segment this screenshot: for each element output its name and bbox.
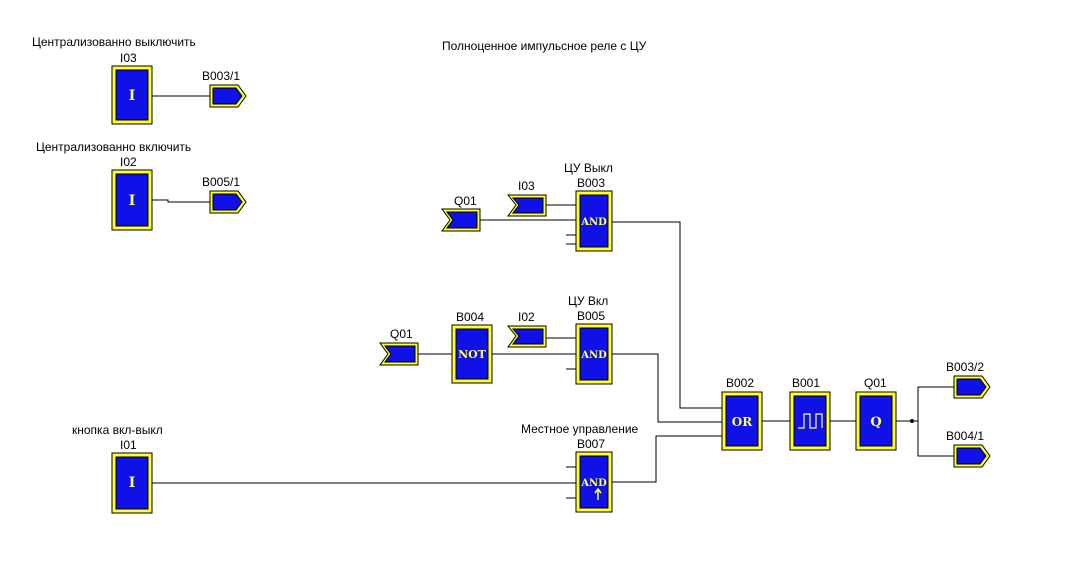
wire-b007-to-b002 xyxy=(612,435,722,483)
wire-b005-to-b002 xyxy=(612,353,722,423)
input-i01-caption: кнопка вкл-выкл xyxy=(72,423,163,437)
block-b003-id: B003 xyxy=(577,176,605,190)
connector-b003-2-label: B003/2 xyxy=(946,360,984,374)
connector-b003-1-label: B003/1 xyxy=(202,69,240,83)
input-i03-caption: Централизованно выключить xyxy=(32,35,196,49)
connector-q01-top[interactable] xyxy=(441,208,481,232)
connector-b005-1[interactable] xyxy=(209,190,247,214)
connector-q01-mid[interactable] xyxy=(379,342,419,366)
connector-b003-2[interactable] xyxy=(953,375,991,399)
diagram-title: Полноценное импульсное реле с ЦУ xyxy=(442,39,647,53)
block-b003-and[interactable]: AND xyxy=(575,190,613,252)
connector-i02-ref[interactable] xyxy=(506,325,547,348)
connector-i02-ref-label: I02 xyxy=(518,310,535,324)
block-b005-symbol: AND xyxy=(580,350,607,361)
block-q01-id: Q01 xyxy=(864,376,887,390)
wire-q01-to-b004-1 xyxy=(912,420,954,457)
block-b004-id: B004 xyxy=(456,310,484,324)
block-b002-or[interactable]: OR xyxy=(721,391,763,451)
connector-q01-top-label: Q01 xyxy=(454,194,477,208)
pulse-waveform-icon xyxy=(798,413,823,429)
connector-i03-ref-label: I03 xyxy=(518,179,535,193)
connector-b005-1-label: B005/1 xyxy=(202,175,240,189)
connector-b003-1[interactable] xyxy=(209,84,247,108)
block-q01-output[interactable]: Q xyxy=(855,391,897,451)
input-block-i02[interactable]: I xyxy=(111,169,153,231)
block-b004-symbol: NOT xyxy=(458,348,487,361)
input-i02-id: I02 xyxy=(120,155,137,169)
block-b001-pulse-relay[interactable] xyxy=(789,391,831,451)
block-b007-symbol: AND xyxy=(580,478,607,489)
wire-i02-out xyxy=(152,199,210,203)
block-b002-symbol: OR xyxy=(732,415,753,429)
block-b007-caption: Местное управление xyxy=(521,422,639,436)
block-b005-caption: ЦУ Вкл xyxy=(568,294,608,308)
block-q01-symbol: Q xyxy=(870,415,881,430)
connector-b004-1-label: B004/1 xyxy=(946,429,984,443)
input-i02-caption: Централизованно включить xyxy=(36,140,191,154)
input-i01-symbol: I xyxy=(129,475,136,491)
block-b005-id: B005 xyxy=(577,309,605,323)
block-b004-not[interactable]: NOT xyxy=(451,324,493,384)
input-i03-symbol: I xyxy=(129,88,136,104)
block-b003-caption: ЦУ Выкл xyxy=(564,161,613,175)
wire-q01-to-b003-2 xyxy=(912,386,954,422)
connector-b004-1[interactable] xyxy=(953,444,991,468)
block-b007-and-edge[interactable]: AND xyxy=(575,451,613,513)
wire-b003-to-b002 xyxy=(612,221,722,409)
input-block-i01[interactable]: I xyxy=(111,452,153,514)
input-i01-id: I01 xyxy=(120,438,137,452)
connector-i03-ref[interactable] xyxy=(506,194,547,217)
block-b001-id: B001 xyxy=(792,376,820,390)
connector-q01-mid-label: Q01 xyxy=(390,327,413,341)
block-b005-and[interactable]: AND xyxy=(575,323,613,385)
input-i02-symbol: I xyxy=(129,193,136,209)
block-b002-id: B002 xyxy=(726,376,754,390)
input-i03-id: I03 xyxy=(120,51,137,65)
input-block-i03[interactable]: I xyxy=(111,65,153,125)
rising-edge-icon xyxy=(594,487,602,500)
block-b007-id: B007 xyxy=(577,437,605,451)
block-b003-symbol: AND xyxy=(580,217,607,228)
